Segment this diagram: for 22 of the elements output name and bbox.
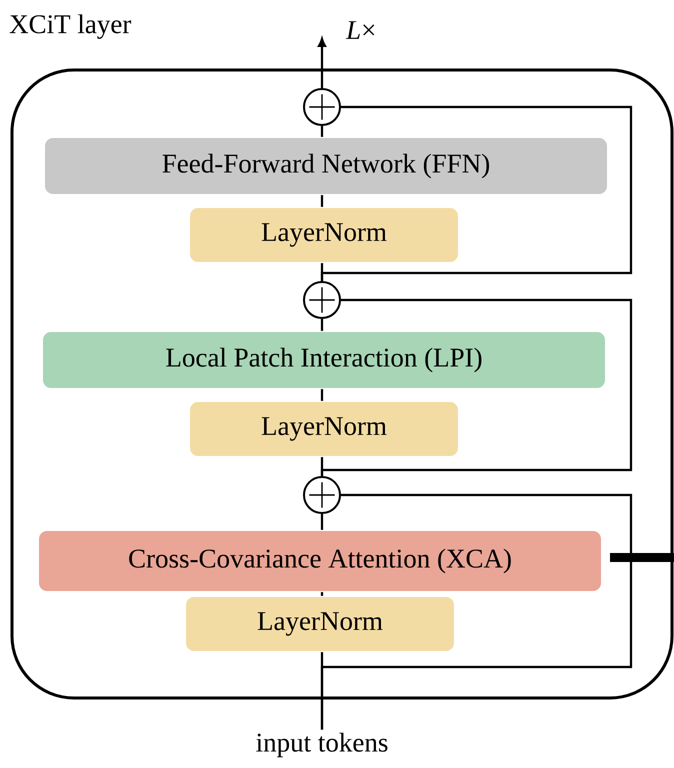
add-circle xyxy=(303,476,341,514)
layer-box: Feed-Forward Network (FFN) xyxy=(45,138,607,194)
connector xyxy=(320,514,324,530)
connector xyxy=(318,38,326,88)
add-circle xyxy=(303,88,341,126)
layer-box: Cross-Covariance Attention (XCA) xyxy=(39,531,601,591)
layer-box: LayerNorm xyxy=(190,402,458,456)
connector xyxy=(320,592,324,596)
connector xyxy=(320,494,632,730)
connector xyxy=(320,126,324,137)
connector xyxy=(320,389,324,401)
input-label: input tokens xyxy=(256,732,388,758)
layer-title: XCiT layer xyxy=(10,14,132,39)
connector xyxy=(320,106,632,282)
connector xyxy=(320,298,632,476)
repeat-label: L× xyxy=(346,21,374,39)
connector xyxy=(320,195,324,207)
layer-box: LayerNorm xyxy=(190,208,458,262)
add-circle xyxy=(303,281,341,319)
layer-box: LayerNorm xyxy=(186,597,454,651)
layer-box: Local Patch Interaction (LPI) xyxy=(43,332,605,388)
connector xyxy=(320,319,324,331)
